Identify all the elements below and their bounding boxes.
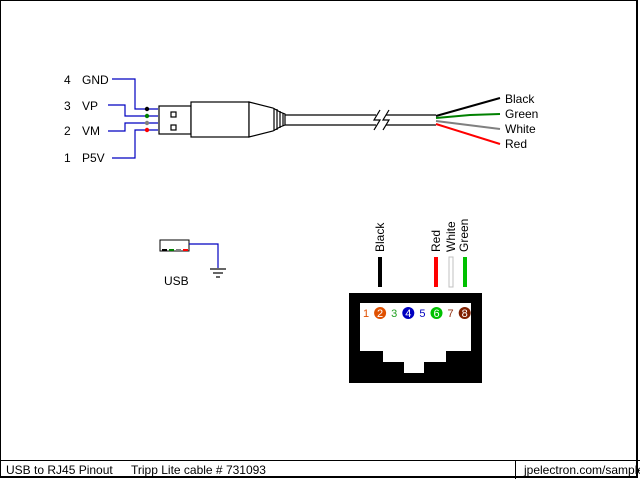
- svg-text:4: 4: [405, 308, 411, 320]
- svg-text:8: 8: [462, 308, 468, 320]
- footer-bar: USB to RJ45 Pinout Tripp Lite cable # 73…: [0, 460, 640, 480]
- pin-name: VP: [82, 99, 98, 113]
- svg-text:1: 1: [363, 308, 369, 320]
- usb-pin-dots: [144, 106, 150, 133]
- svg-text:6: 6: [433, 308, 439, 320]
- pin-number: 4: [64, 73, 71, 87]
- rj45-pin-6: 6: [430, 307, 443, 320]
- footer-divider: [515, 461, 516, 479]
- pin-number: 2: [64, 124, 71, 138]
- wire-red: [435, 123, 501, 145]
- pin-name: P5V: [82, 151, 105, 165]
- rj45-wire-black: [378, 257, 382, 287]
- lead-line: [112, 129, 158, 159]
- pin-number: 3: [64, 99, 71, 113]
- pin-name: VM: [82, 124, 100, 138]
- svg-text:7: 7: [448, 308, 454, 320]
- rj45-wire-label: Black: [373, 222, 387, 252]
- wire-label: Green: [505, 107, 538, 121]
- wire-label: Black: [505, 92, 535, 106]
- usb-pin-labels: 4 GND 3 VP 2 VM 1 P5V: [64, 73, 109, 165]
- usb-lead-lines: [108, 78, 158, 159]
- pin-number: 1: [64, 151, 71, 165]
- rj45-wire-label: Green: [457, 219, 471, 252]
- rj45-pin-5: 5: [419, 308, 425, 320]
- usb-plug-body: [190, 101, 250, 138]
- pin-dot-vm: [144, 120, 150, 126]
- svg-text:5: 5: [419, 308, 425, 320]
- rj45-pin-4: 4: [402, 307, 415, 320]
- cable-break-icon: [381, 109, 391, 131]
- rj45-pin-3: 3: [391, 308, 397, 320]
- pin-dot-vp: [144, 113, 150, 119]
- svg-text:2: 2: [377, 308, 383, 320]
- ground-icon: [210, 268, 226, 278]
- rj45-wire-green: [463, 257, 467, 287]
- usb-plug: [158, 101, 286, 138]
- wire-label: White: [505, 122, 536, 136]
- usb-socket-icon: [159, 239, 190, 252]
- cable-part-number: Tripp Lite cable # 731093: [131, 463, 266, 477]
- svg-text:3: 3: [391, 308, 397, 320]
- lead-line: [108, 104, 158, 117]
- cable: [285, 109, 436, 131]
- pin-dot-gnd: [144, 106, 150, 112]
- rj45-wire-red: [434, 257, 438, 287]
- pin-name: GND: [82, 73, 109, 87]
- rj45-wire-label: White: [444, 221, 458, 252]
- pin-dot-p5v: [144, 127, 150, 133]
- cable-wires: [435, 97, 501, 145]
- cable-break-icon: [372, 109, 382, 131]
- usb-plug-hole: [170, 124, 177, 131]
- rj45-jack-opening: [360, 303, 471, 373]
- rj45-wire-white: [448, 256, 454, 288]
- rj45-wire-label: Red: [429, 230, 443, 252]
- wire-white: [435, 120, 501, 130]
- usb-plug-hole: [170, 111, 177, 118]
- wire-label: Red: [505, 137, 527, 151]
- wire-black: [435, 97, 501, 117]
- lead-line: [108, 122, 158, 132]
- diagram-title: USB to RJ45 Pinout: [6, 463, 113, 477]
- usb-socket-symbol: USB: [159, 239, 226, 288]
- rj45-pin-1: 1: [363, 308, 369, 320]
- source-link[interactable]: jpelectron.com/sample: [524, 463, 640, 477]
- usb-label: USB: [164, 274, 189, 288]
- rj45-pin-8: 8: [458, 307, 471, 320]
- pinout-diagram: 4 GND 3 VP 2 VM 1 P5V: [64, 73, 538, 383]
- rj45-pin-2: 2: [374, 307, 387, 320]
- rj45-pin-7: 7: [448, 308, 454, 320]
- cable-wire-labels: Black Green White Red: [505, 92, 538, 151]
- rj45-wires: Black Red White Green: [373, 219, 471, 288]
- wire-green: [435, 113, 501, 119]
